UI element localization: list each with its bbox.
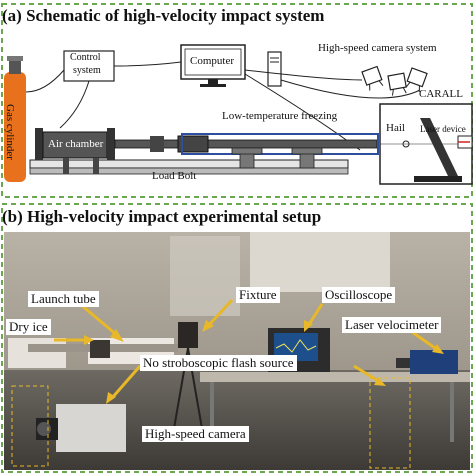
air-chamber [35,128,115,174]
load-bolt-label: Load Bolt [152,170,197,182]
air-chamber-label: Air chamber [48,138,104,150]
gas-cylinder-label: Gas cylinder [3,104,16,160]
laser-velocimeter-label: Laser velocimeter [342,317,442,333]
panel-b-title: (b) High-velocity impact experimental se… [2,207,322,226]
gas-cylinder [4,56,26,182]
hail-label: Hail [386,122,405,134]
dry-ice-label: Dry ice [6,319,51,335]
panel-a-border [1,3,473,198]
freeze-box [181,133,379,155]
oscilloscope-label: Oscilloscope [322,287,396,303]
target-chamber [379,103,473,185]
low-temp-freezing-label: Low-temperature freezing [222,110,338,122]
load-bolt [177,135,209,153]
control-system-box [63,50,115,82]
computer-label: Computer [190,55,234,67]
launch-tube-label: Launch tube [28,291,99,307]
panel-b-border [1,203,473,473]
highspeed-camera-system-label: High-speed camera system [318,42,437,54]
fixture-label: Fixture [236,287,280,303]
no-strobe-label: No stroboscopic flash source [140,355,297,371]
tube-supports [231,147,323,169]
panel-a-title: (a) Schematic of high-velocity impact sy… [2,6,325,25]
laser-device-label: Laser device [420,124,466,134]
control-system-label-1: Control [70,52,101,63]
highspeed-camera-label: High-speed camera [142,426,249,442]
control-system-label-2: system [73,65,101,76]
carall-label: CARALL [419,88,463,100]
computer-icon [180,44,282,87]
